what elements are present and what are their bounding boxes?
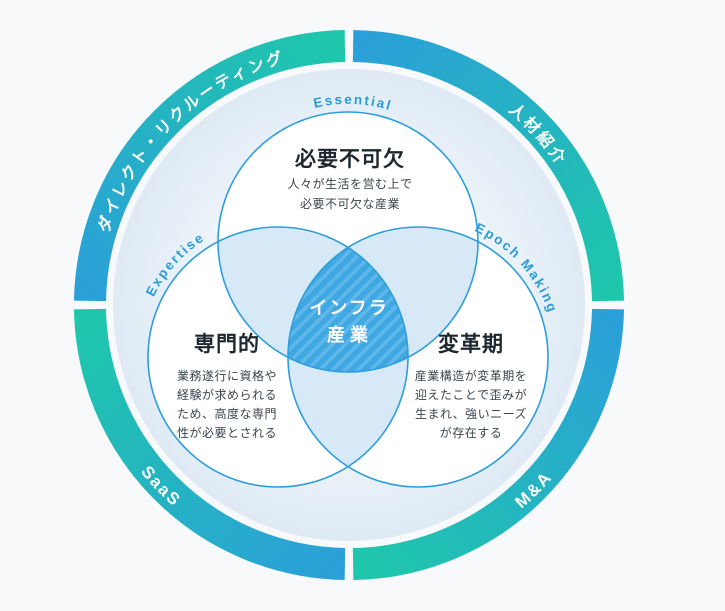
- venn-circle-outlines: [147, 111, 549, 488]
- epoch-desc-line: 生まれ、強いニーズ: [415, 406, 527, 421]
- expertise-desc-line: 性が必要とされる: [177, 425, 277, 440]
- expertise-desc-line: ため、高度な専門: [177, 406, 277, 421]
- expertise-title: 専門的: [194, 332, 260, 356]
- essential-title: 必要不可欠: [295, 147, 405, 171]
- venn-circle-epoch-outline: [287, 226, 549, 488]
- expertise-circle-text: 専門的 業務遂行に資格や 経験が求められる ため、高度な専門 性が必要とされる: [177, 332, 277, 440]
- epoch-desc-line: が存在する: [440, 425, 503, 440]
- epoch-circle-text: 変革期 産業構造が変革期を 迎えたことで歪みが 生まれ、強いニーズ が存在する: [415, 332, 528, 440]
- ring-segment-top-right: [352, 30, 624, 302]
- center-label: インフラ 産業: [309, 298, 388, 345]
- essential-desc-line: 必要不可欠な産業: [300, 196, 400, 211]
- outer-ring: [74, 30, 624, 580]
- essential-desc-line: 人々が生活を営む上で: [287, 176, 412, 191]
- center-label-line2: 産業: [327, 324, 373, 345]
- venn-circle-expertise-outline: [147, 226, 409, 488]
- essential-circle-text: 必要不可欠 人々が生活を営む上で 必要不可欠な産業: [287, 147, 412, 211]
- ring-segment-bottom-right: [352, 308, 624, 580]
- expertise-desc-line: 業務遂行に資格や: [177, 368, 277, 383]
- center-overlap-group: [288, 227, 408, 372]
- epoch-title: 変革期: [438, 332, 504, 356]
- center-label-line1: インフラ: [309, 298, 388, 318]
- ring-segment-bottom-left: [74, 308, 346, 580]
- epoch-desc-line: 産業構造が変革期を: [415, 368, 528, 383]
- ring-segment-top-left: [74, 30, 346, 302]
- epoch-desc-line: 迎えたことで歪みが: [415, 387, 527, 402]
- center-overlap-shape: [288, 227, 408, 372]
- expertise-desc-line: 経験が求められる: [177, 387, 277, 402]
